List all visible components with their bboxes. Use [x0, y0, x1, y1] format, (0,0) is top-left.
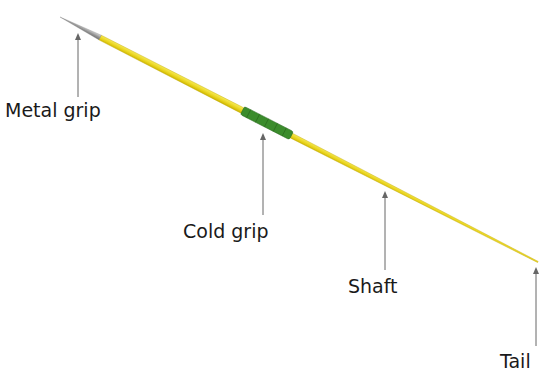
part-label: Metal grip: [5, 99, 101, 122]
metal-tip: [59, 15, 101, 40]
leader-lines: [75, 33, 539, 346]
part-label: Shaft: [348, 275, 398, 298]
grip-winding: [247, 110, 287, 136]
shaft: [99, 35, 540, 265]
javelin: [58, 13, 540, 266]
cold-grip: [240, 107, 293, 140]
part-label: Cold grip: [183, 220, 268, 243]
part-label: Tail: [500, 350, 531, 373]
